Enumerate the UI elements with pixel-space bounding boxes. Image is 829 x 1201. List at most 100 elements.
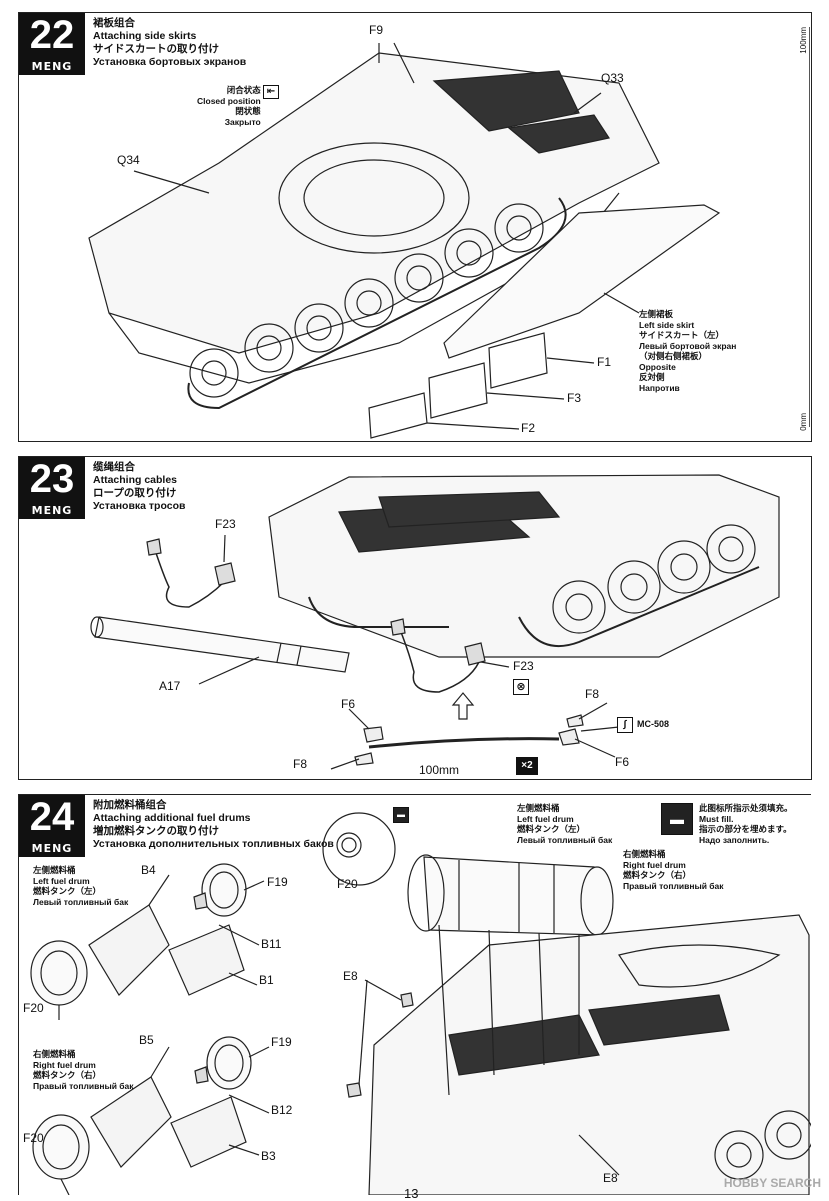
part-label-f8-left: F8	[293, 757, 308, 771]
assembled-left-drum-note: 左侧燃料桶 Left fuel drum 燃料タンク（左） Левый топл…	[517, 803, 612, 845]
closed-ru: Закрыто	[224, 116, 261, 127]
step-title-block: 附加燃料桶组合 Attaching additional fuel drums …	[93, 799, 334, 851]
fill-en: Must fill.	[699, 813, 734, 824]
part-label-b4: B4	[141, 863, 156, 877]
cable-material-code: MC-508	[637, 719, 670, 729]
step-number-badge: 22 MENG	[19, 13, 85, 75]
must-fill-icon: ▬	[661, 803, 693, 835]
part-label-f20-left: F20	[23, 1001, 44, 1015]
cable-length-label: 100mm	[419, 763, 460, 777]
title-ru: Установка тросов	[93, 500, 186, 512]
step-22-panel: 22 MENG 裙板组合 Attaching side skirts サイドスカ…	[18, 12, 812, 442]
fill-marker-icon: ▬	[393, 807, 409, 823]
skirt-cn: 左侧裙板	[639, 309, 674, 319]
part-label-a17: A17	[159, 679, 181, 693]
step-title-block: 裙板组合 Attaching side skirts サイドスカートの取り付け …	[93, 17, 246, 69]
closed-jp: 閉状態	[235, 106, 261, 116]
closed-cn: 闭合状态	[226, 85, 261, 95]
step-number-badge: 24 MENG	[19, 795, 85, 857]
right-drum-en: Right fuel drum	[33, 1059, 96, 1070]
closed-en: Closed position	[197, 95, 261, 106]
right-drum-ru: Правый топливный бак	[33, 1080, 134, 1091]
part-label-e8-top: E8	[343, 969, 358, 983]
fill-jp: 指示の部分を埋めます。	[699, 824, 792, 834]
scale-ruler-line	[809, 27, 811, 427]
tank-rear-illustration	[90, 474, 780, 770]
part-label-f6-left: F6	[341, 697, 356, 711]
part-label-q34: Q34	[117, 153, 140, 167]
part-label-f20-right: F20	[23, 1131, 44, 1145]
do-not-glue-icon: ⊗	[513, 679, 529, 695]
asm-left-cn: 左侧燃料桶	[517, 803, 560, 813]
asm-right-cn: 右侧燃料桶	[623, 849, 666, 859]
skirt-en: Left side skirt	[639, 319, 695, 330]
part-label-f8-right: F8	[585, 687, 600, 701]
page-number: 13	[404, 1186, 419, 1201]
asm-left-en: Left fuel drum	[517, 813, 574, 824]
opposite-jp: 反対側	[639, 372, 665, 382]
asm-right-ru: Правый топливный бак	[623, 880, 724, 891]
assembled-right-drum-note: 右侧燃料桶 Right fuel drum 燃料タンク（右） Правый то…	[623, 849, 724, 891]
cable-material-icon: ∫	[617, 717, 633, 733]
asm-right-jp: 燃料タンク（右）	[623, 870, 692, 880]
step-number: 24	[29, 795, 75, 839]
part-label-f20-detail: F20	[337, 877, 358, 891]
fill-ru: Надо заполнить.	[699, 834, 770, 845]
ruler-label-bottom: 0mm	[799, 413, 808, 431]
part-label-f2: F2	[521, 421, 536, 435]
brand-logo: MENG	[31, 60, 73, 73]
left-drum-ru: Левый топливный бак	[33, 896, 129, 907]
part-label-f6-right: F6	[615, 755, 630, 769]
title-ru: Установка бортовых экранов	[93, 56, 247, 68]
quantity-badge: ×2	[516, 757, 538, 775]
title-jp: 増加燃料タンクの取り付け	[93, 825, 219, 837]
part-label-f9: F9	[369, 23, 384, 37]
right-drum-jp: 燃料タンク（右）	[33, 1070, 102, 1080]
opposite-ru: Напротив	[639, 382, 680, 393]
part-label-b12: B12	[271, 1103, 293, 1117]
skirt-ru: Левый бортовой экран	[639, 340, 737, 351]
left-drum-jp: 燃料タンク（左）	[33, 886, 102, 896]
left-side-skirt-note: 左侧裙板 Left side skirt サイドスカート（左） Левый бо…	[639, 309, 736, 393]
step-number: 23	[29, 457, 75, 501]
part-label-b3: B3	[261, 1149, 276, 1163]
part-label-f19-right: F19	[271, 1035, 292, 1049]
brand-logo: MENG	[31, 504, 73, 517]
step-title-block: 缆绳组合 Attaching cables ロープの取り付け Установка…	[93, 461, 185, 513]
part-label-f3: F3	[567, 391, 582, 405]
fuel-drum-illustration	[30, 812, 811, 1195]
must-fill-note: 此图标所指示处须填充。 Must fill. 指示の部分を埋めます。 Надо …	[699, 803, 793, 845]
closed-position-note: 闭合状态 Closed position 閉状態 Закрыто	[197, 85, 261, 127]
part-label-f1: F1	[597, 355, 612, 369]
title-en: Attaching additional fuel drums	[93, 812, 251, 824]
title-jp: ロープの取り付け	[93, 487, 177, 499]
part-label-b1: B1	[259, 973, 274, 987]
left-fuel-drum-note: 左侧燃料桶 Left fuel drum 燃料タンク（左） Левый топл…	[33, 865, 128, 907]
part-label-f19-left: F19	[267, 875, 288, 889]
left-drum-en: Left fuel drum	[33, 875, 90, 886]
right-drum-cn: 右侧燃料桶	[33, 1049, 76, 1059]
title-cn: 裙板组合	[93, 17, 135, 29]
ruler-label-top: 100mm	[799, 27, 808, 54]
title-jp: サイドスカートの取り付け	[93, 43, 219, 55]
step-24-panel: 24 MENG 附加燃料桶组合 Attaching additional fue…	[18, 794, 811, 1195]
right-fuel-drum-note: 右侧燃料桶 Right fuel drum 燃料タンク（右） Правый то…	[33, 1049, 134, 1091]
asm-left-jp: 燃料タンク（左）	[517, 824, 586, 834]
part-label-q33: Q33	[601, 71, 624, 85]
title-en: Attaching side skirts	[93, 30, 197, 42]
opposite-en: Opposite	[639, 361, 676, 372]
fill-cn: 此图标所指示处须填充。	[699, 803, 793, 813]
tank-hull-illustration	[88, 42, 721, 439]
step-number: 22	[29, 13, 75, 57]
step-23-panel: 23 MENG 缆绳组合 Attaching cables ロープの取り付け У…	[18, 456, 812, 780]
watermark: HOBBY SEARCH	[723, 1176, 821, 1190]
left-drum-cn: 左侧燃料桶	[33, 865, 76, 875]
part-label-b11: B11	[261, 937, 282, 951]
asm-right-en: Right fuel drum	[623, 859, 686, 870]
title-cn: 附加燃料桶组合	[93, 799, 167, 811]
step-number-badge: 23 MENG	[19, 457, 85, 519]
part-label-f23-left: F23	[215, 517, 236, 531]
closed-position-icon: ⇤	[263, 85, 279, 99]
brand-logo: MENG	[31, 842, 73, 855]
part-label-e8-bottom: E8	[603, 1171, 618, 1185]
